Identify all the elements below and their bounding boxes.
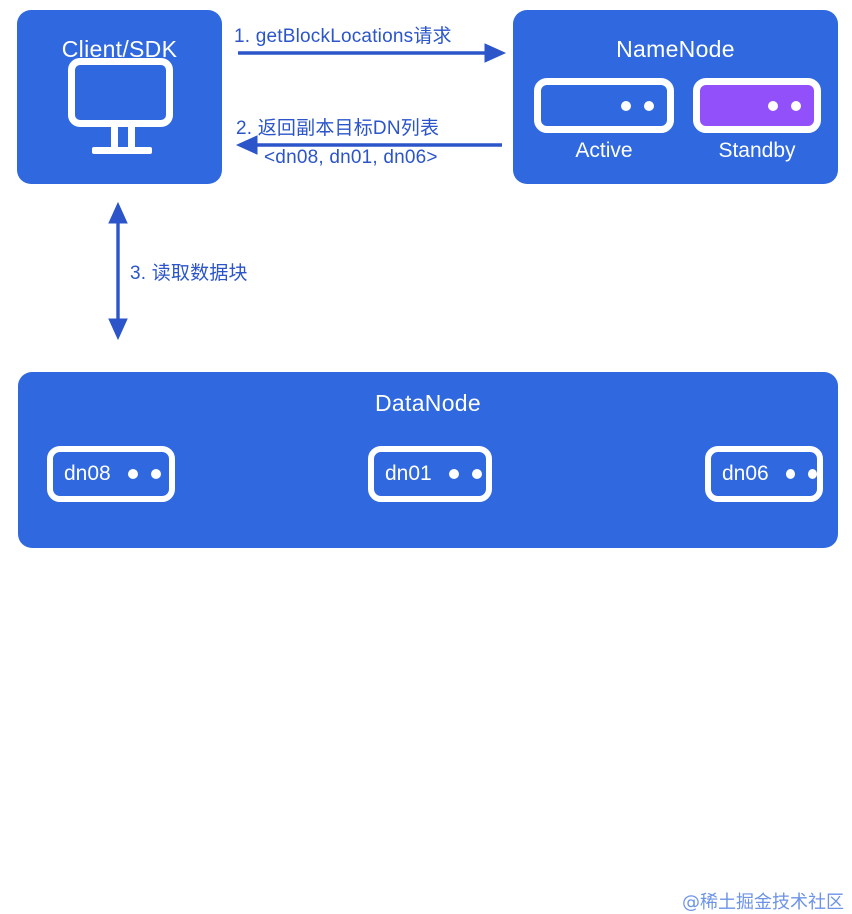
server-dot xyxy=(127,469,138,479)
datanode-title: DataNode xyxy=(375,390,481,416)
flow-1-arrow-right xyxy=(238,43,507,63)
monitor-leg-left xyxy=(111,127,118,149)
server-dot xyxy=(471,469,482,479)
flow-3-label: 3. 读取数据块 xyxy=(130,263,248,284)
monitor-base xyxy=(92,147,152,154)
server-dot xyxy=(785,469,795,479)
datanode-node-dn08: dn08 xyxy=(47,446,175,502)
datanode-node-label: dn01 xyxy=(385,462,432,485)
diagram-canvas: Client/SDK NameNode Active Standby 1. ge… xyxy=(17,10,844,913)
server-dot xyxy=(768,100,778,111)
namenode-title: NameNode xyxy=(616,36,735,62)
namenode-standby-label: Standby xyxy=(718,139,796,162)
namenode-box: NameNode Active Standby xyxy=(513,10,838,184)
flow-1-label: 1. getBlockLocations请求 xyxy=(234,26,452,47)
datanode-node-label: dn06 xyxy=(722,462,769,485)
server-dot xyxy=(644,100,654,111)
flow-3-arrow-vertical xyxy=(108,201,128,341)
server-dot xyxy=(791,100,801,111)
namenode-active-server-icon xyxy=(534,78,674,133)
datanode-node-dn01: dn01 xyxy=(368,446,492,502)
flow-2-label: 2. 返回副本目标DN列表 xyxy=(236,118,440,139)
watermark: @稀土掘金技术社区 xyxy=(682,892,844,913)
datanode-node-dn06: dn06 xyxy=(705,446,823,502)
client-sdk-box: Client/SDK xyxy=(17,10,222,184)
client-sdk-title: Client/SDK xyxy=(61,36,178,62)
flow-2-sublabel: <dn08, dn01, dn06> xyxy=(264,147,438,168)
datanode-node-label: dn08 xyxy=(64,462,111,485)
flow-2-arrow-left xyxy=(235,135,502,155)
namenode-standby-server-icon xyxy=(693,78,821,133)
server-dot xyxy=(807,469,817,479)
server-dot xyxy=(621,100,631,111)
monitor-leg-right xyxy=(128,127,135,149)
namenode-active-label: Active xyxy=(575,139,633,162)
server-dot xyxy=(448,469,459,479)
monitor-icon xyxy=(62,58,180,158)
monitor-screen xyxy=(68,58,173,127)
server-dot xyxy=(150,469,161,479)
